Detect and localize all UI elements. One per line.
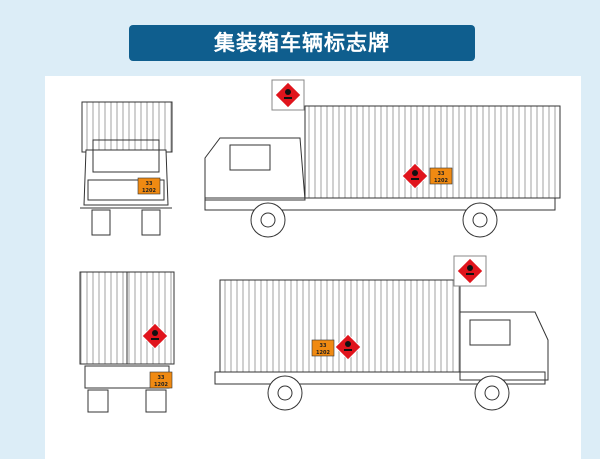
svg-text:33: 33 <box>320 343 327 349</box>
orange-plate: 33 1202 33 1202 33 1202 33 1202 <box>137 167 453 389</box>
svg-text:33: 33 <box>146 181 153 187</box>
svg-text:1202: 1202 <box>316 350 330 356</box>
page-title: 集装箱车辆标志牌 <box>129 25 475 61</box>
truck-rear-view <box>79 271 175 413</box>
svg-text:1202: 1202 <box>154 382 168 388</box>
truck-side-view-left <box>204 105 561 238</box>
svg-text:33: 33 <box>158 375 165 381</box>
truck-side-view-right <box>214 279 549 411</box>
hazard-diamond-label <box>141 79 487 361</box>
svg-text:33: 33 <box>438 171 445 177</box>
truck-front-view <box>80 101 173 236</box>
svg-text:1202: 1202 <box>434 178 448 184</box>
svg-text:1202: 1202 <box>142 188 156 194</box>
